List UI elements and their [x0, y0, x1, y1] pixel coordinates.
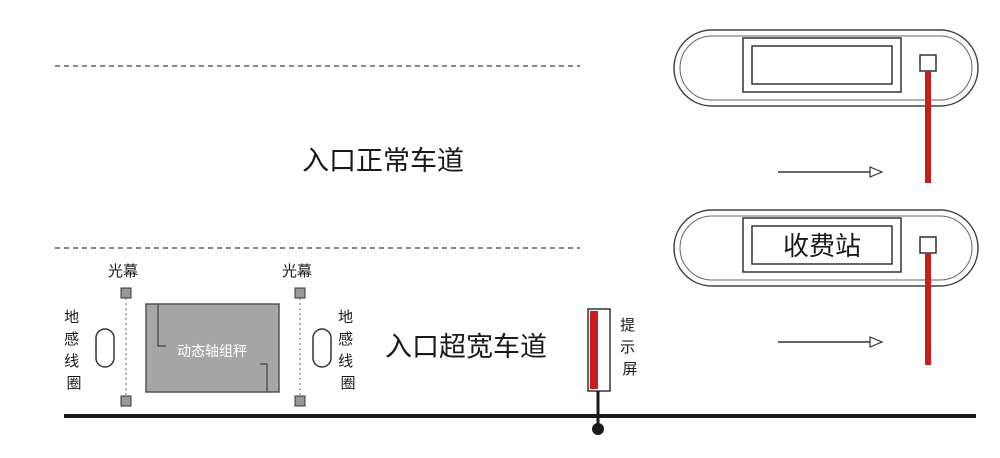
ground-loop-left-coil: [95, 328, 115, 368]
normal-lane-label: 入口正常车道: [302, 146, 464, 177]
ground-loop-left: 地 感 线 圈: [64, 308, 115, 392]
barrier-arm-top: [925, 71, 931, 183]
light-curtain-right: 光幕: [282, 262, 312, 407]
axle-scale-left-seam: [157, 304, 166, 347]
barrier-post-bottom: [919, 236, 937, 254]
toll-booth-top: [673, 29, 979, 183]
light-curtain-left: 光幕: [108, 262, 138, 407]
ground-loop-right-label: 地 感 线 圈: [338, 308, 358, 392]
wide-lane-label: 入口超宽车道: [385, 332, 547, 363]
axle-scale-plate: [145, 303, 280, 393]
barrier-arm-bottom: [925, 253, 931, 365]
light-curtain-left-label: 光幕: [108, 262, 138, 280]
toll-station-label: 收费站: [783, 232, 861, 262]
light-curtain-left-top-sensor: [120, 287, 132, 299]
light-curtain-right-label: 光幕: [282, 262, 312, 280]
ground-loop-right-coil: [312, 328, 332, 368]
traffic-arrow-bottom: [778, 336, 884, 348]
booth-bottom-window-inner: [751, 225, 893, 265]
barrier-post-top: [919, 54, 937, 72]
display-screen-label: 提 示 屏: [620, 316, 640, 378]
booth-top-window-inner: [751, 45, 893, 85]
ground-loop-left-label: 地 感 线 圈: [64, 308, 84, 392]
display-screen: 提 示 屏: [587, 308, 640, 435]
display-screen-base: [592, 423, 604, 435]
toll-booth-bottom: 收费站: [673, 209, 979, 365]
light-curtain-left-bottom-sensor: [120, 395, 132, 407]
ground-loop-right: 地 感 线 圈: [312, 308, 358, 392]
axle-scale-label: 动态轴组秤: [177, 344, 247, 360]
dynamic-axle-scale: 动态轴组秤: [145, 303, 280, 393]
axle-scale-right-seam: [260, 363, 268, 392]
light-curtain-right-top-sensor: [294, 287, 306, 299]
traffic-arrow-top: [778, 166, 884, 178]
light-curtain-right-bottom-sensor: [294, 395, 306, 407]
display-screen-red-edge: [590, 311, 598, 389]
